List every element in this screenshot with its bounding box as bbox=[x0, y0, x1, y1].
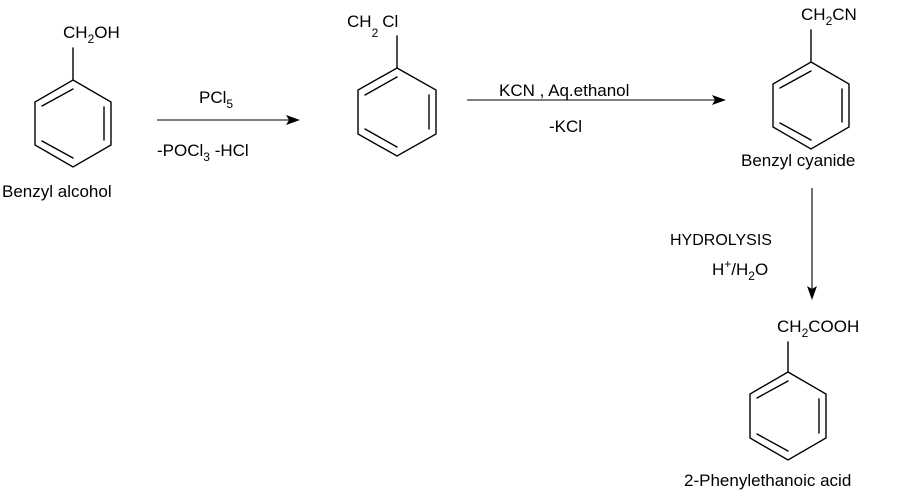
step1-arrow-group: PCl5 -POCl3 -HCl bbox=[157, 88, 300, 164]
phenylethanoic-acid-ch2cooh-label: CH2COOH bbox=[777, 317, 859, 340]
benzyl-alcohol-ch2oh-label: CH2OH bbox=[63, 23, 120, 46]
step2-arrowhead bbox=[712, 95, 726, 105]
benzyl-cyanide-ch2cn-label: CH2CN bbox=[801, 5, 857, 28]
benzyl-alcohol-name: Benzyl alcohol bbox=[2, 182, 112, 201]
benzyl-cyanide-name: Benzyl cyanide bbox=[741, 151, 855, 170]
step2-reagent: KCN , Aq.ethanol bbox=[499, 81, 629, 100]
benzyl-alcohol-ring bbox=[34, 79, 112, 168]
benzyl-cyanide-ring bbox=[772, 61, 850, 150]
step3-arrow-group: HYDROLYSIS H+/H2O bbox=[670, 188, 817, 300]
benzyl-chloride-ring bbox=[357, 67, 437, 157]
phenylethanoic-acid-structure: CH2COOH 2-Phenylethanoic acid bbox=[684, 317, 859, 490]
benzyl-chloride-ch2cl-label: CH2Cl bbox=[347, 12, 398, 40]
benzyl-alcohol-inner-bond-2 bbox=[41, 140, 74, 159]
step2-arrow-group: KCN , Aq.ethanol -KCl bbox=[467, 81, 726, 136]
benzyl-cyanide-structure: CH2CN Benzyl cyanide bbox=[741, 5, 857, 170]
benzyl-chloride-structure: CH2Cl bbox=[347, 12, 437, 157]
benzyl-alcohol-inner-bond-3 bbox=[41, 88, 74, 107]
phenylethanoic-acid-inner-bond-3 bbox=[756, 380, 789, 399]
phenylethanoic-acid-inner-bond-2 bbox=[756, 433, 789, 452]
step1-reagent: PCl5 bbox=[199, 88, 233, 111]
benzyl-alcohol-structure: CH2OH Benzyl alcohol bbox=[2, 23, 120, 201]
step2-byproduct: -KCl bbox=[549, 117, 582, 136]
step1-byproducts: -POCl3 -HCl bbox=[157, 141, 249, 164]
step3-arrowhead bbox=[807, 286, 817, 300]
benzyl-chloride-inner-bond-2 bbox=[364, 128, 398, 148]
step1-arrowhead bbox=[286, 115, 300, 125]
benzyl-cyanide-inner-bond-3 bbox=[779, 70, 812, 89]
benzyl-chloride-inner-bond-3 bbox=[364, 76, 398, 96]
phenylethanoic-acid-ring bbox=[749, 371, 827, 461]
step3-reagent: H+/H2O bbox=[712, 257, 768, 283]
phenylethanoic-acid-name: 2-Phenylethanoic acid bbox=[684, 471, 851, 490]
benzyl-cyanide-inner-bond-2 bbox=[779, 122, 812, 141]
step3-label: HYDROLYSIS bbox=[670, 232, 772, 249]
